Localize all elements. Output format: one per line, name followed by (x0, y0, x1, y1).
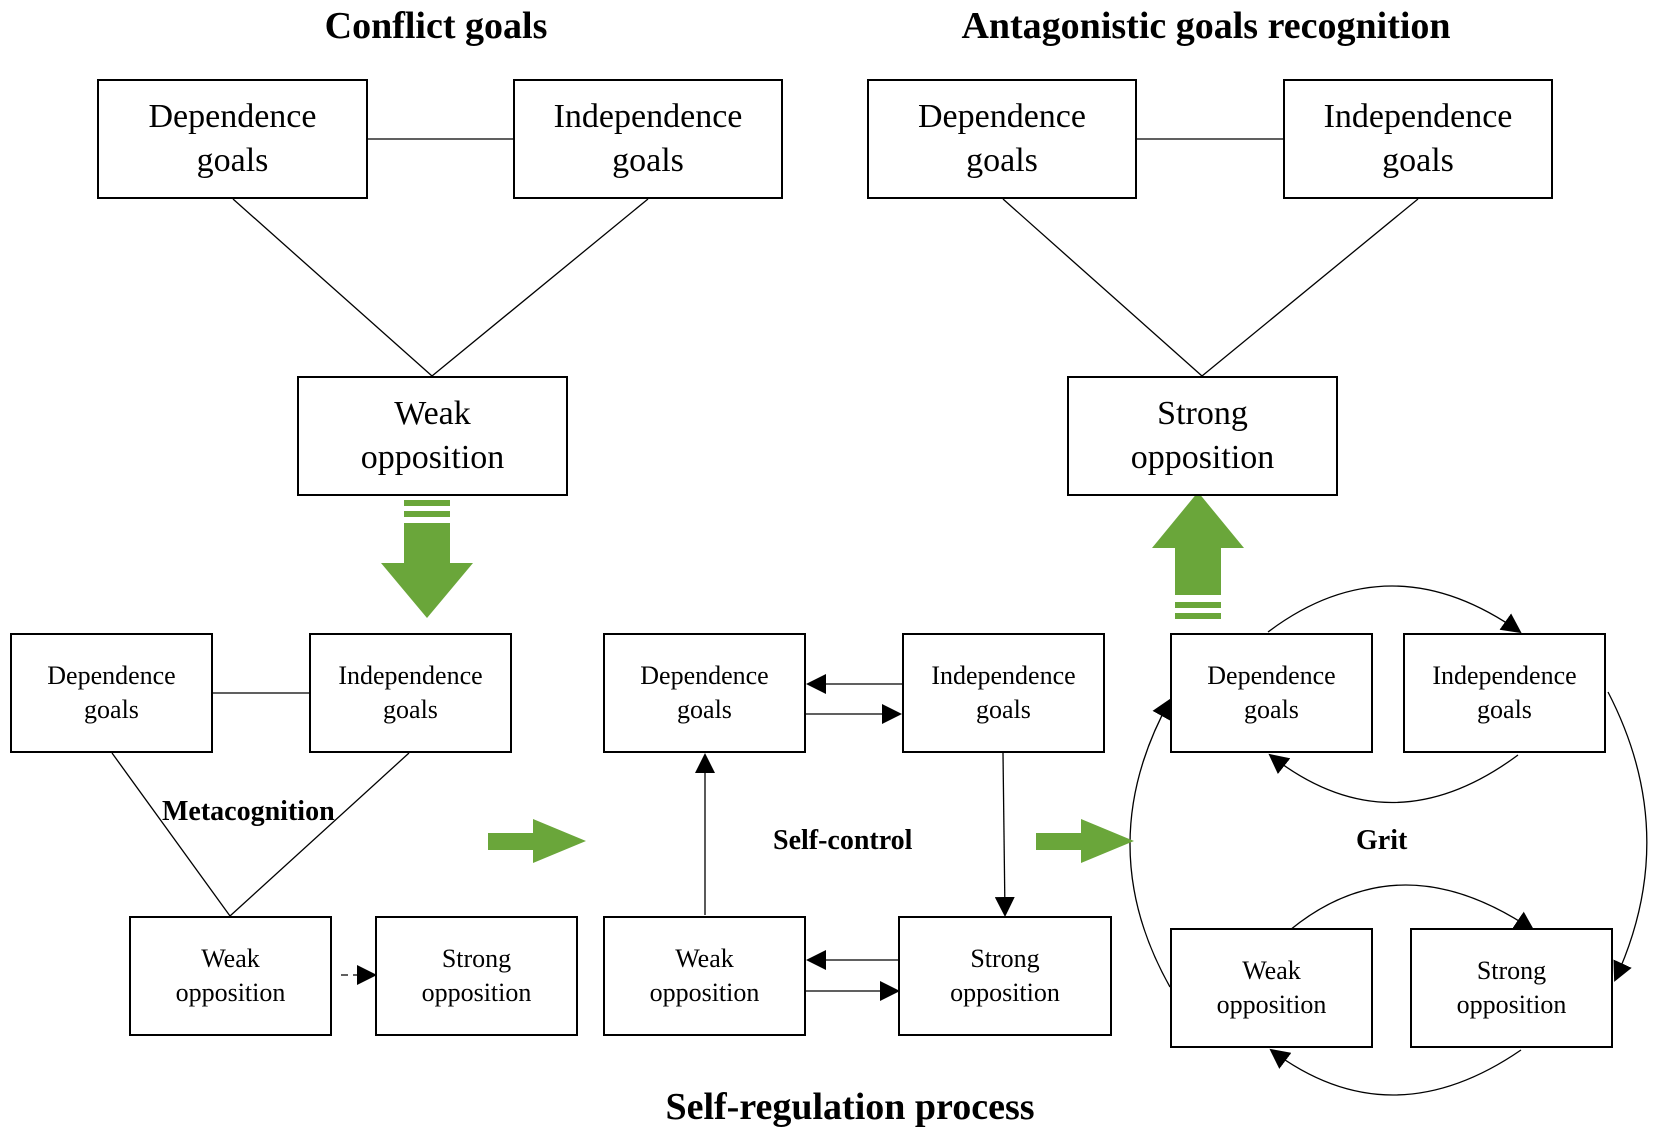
box-line-1: Independence (931, 661, 1076, 690)
metacognition-weak-opposition-box: Weak opposition (129, 916, 332, 1036)
self-control-independence-goals-box: Independence goals (902, 633, 1105, 753)
antagonistic-dependence-goals-box: Dependence goals (867, 79, 1137, 199)
antagonistic-links (1002, 138, 1419, 377)
green-up-arrow (1152, 492, 1244, 619)
self-control-weak-opposition-box: Weak opposition (603, 916, 806, 1036)
box-line-2: opposition (1216, 990, 1327, 1019)
box-line-1: Dependence (1207, 661, 1336, 690)
box-line-1: Independence (338, 661, 483, 690)
conflict-weak-opposition-box: Weak opposition (297, 376, 568, 496)
box-line-2: goals (966, 142, 1038, 179)
metacognition-links (111, 692, 410, 917)
box-line-2: goals (612, 142, 684, 179)
green-down-arrow (381, 500, 473, 618)
box-line-1: Dependence (148, 98, 317, 135)
self-control-arrows (695, 674, 1015, 1001)
label-grit: Grit (1356, 825, 1408, 856)
box-line-2: goals (84, 695, 139, 724)
box-line-1: Strong (1476, 956, 1547, 985)
box-line-1: Independence (1432, 661, 1577, 690)
box-line-1: Weak (1242, 956, 1301, 985)
box-line-2: opposition (421, 978, 532, 1007)
metacognition-independence-goals-box: Independence goals (309, 633, 512, 753)
label-metacognition: Metacognition (162, 796, 335, 827)
antagonistic-independence-goals-box: Independence goals (1283, 79, 1553, 199)
grit-dependence-goals-box: Dependence goals (1170, 633, 1373, 753)
antagonistic-strong-opposition-box: Strong opposition (1067, 376, 1338, 496)
box-line-2: opposition (175, 978, 286, 1007)
box-line-1: Weak (201, 944, 260, 973)
conflict-links (232, 138, 649, 377)
box-line-2: goals (1244, 695, 1299, 724)
box-line-1: Weak (675, 944, 734, 973)
box-line-2: opposition (649, 978, 760, 1007)
box-line-1: Independence (1323, 98, 1513, 135)
box-line-1: Dependence (917, 98, 1086, 135)
box-line-1: Strong (970, 944, 1040, 973)
grit-independence-goals-box: Independence goals (1403, 633, 1606, 753)
self-control-dependence-goals-box: Dependence goals (603, 633, 806, 753)
grit-strong-opposition-box: Strong opposition (1410, 928, 1613, 1048)
box-line-2: opposition (1130, 439, 1275, 476)
box-line-1: Weak (394, 395, 471, 432)
box-line-2: goals (196, 142, 269, 179)
box-line-1: Independence (553, 98, 743, 135)
box-line-2: goals (677, 695, 732, 724)
box-line-1: Strong (441, 944, 512, 973)
green-right-arrow-1 (488, 819, 586, 863)
title-antagonistic-goals-recognition: Antagonistic goals recognition (961, 5, 1451, 47)
box-line-2: opposition (950, 978, 1060, 1007)
label-self-control: Self-control (773, 825, 913, 856)
grit-weak-opposition-box: Weak opposition (1170, 928, 1373, 1048)
metacognition-strong-opposition-box: Strong opposition (375, 916, 578, 1036)
metacognition-dependence-goals-box: Dependence goals (10, 633, 213, 753)
box-line-1: Dependence (47, 661, 176, 690)
box-line-1: Dependence (640, 661, 769, 690)
title-self-regulation-process: Self-regulation process (665, 1086, 1035, 1128)
box-line-2: goals (1382, 142, 1454, 179)
conflict-independence-goals-box: Independence goals (513, 79, 783, 199)
box-line-2: opposition (360, 439, 505, 476)
self-control-strong-opposition-box: Strong opposition (898, 916, 1112, 1036)
grit-cycle-arcs (1129, 585, 1648, 1096)
box-line-2: opposition (1456, 990, 1567, 1019)
green-right-arrow-2 (1036, 819, 1134, 863)
box-line-2: goals (1477, 695, 1532, 724)
box-line-2: goals (976, 695, 1031, 724)
conflict-dependence-goals-box: Dependence goals (97, 79, 368, 199)
title-conflict-goals: Conflict goals (324, 5, 548, 47)
box-line-2: goals (383, 695, 438, 724)
box-line-1: Strong (1157, 395, 1248, 432)
